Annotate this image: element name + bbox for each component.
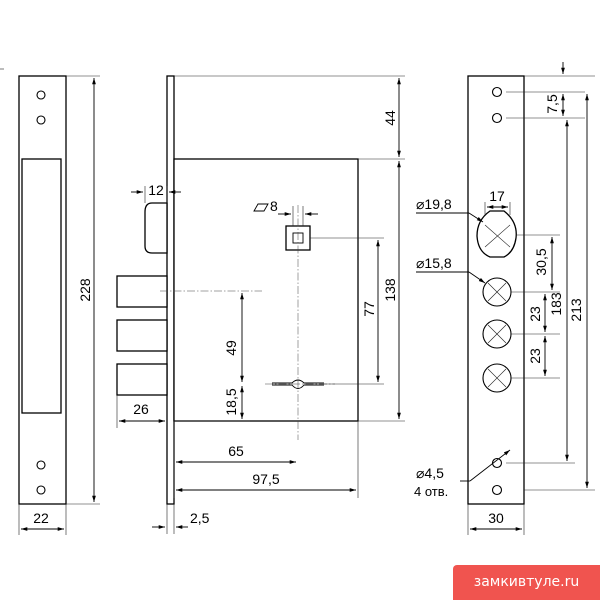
dim-key-backset: 65	[228, 443, 244, 459]
dim-key-offset: 18,5	[223, 388, 239, 415]
strike-screw-hole-1	[36, 90, 46, 100]
dim-strip-width: 22	[33, 510, 49, 526]
lock-case	[173, 158, 359, 422]
dim-screw-dia: ⌀4,5	[416, 465, 444, 481]
strike-screw-hole-3	[36, 460, 46, 470]
faceplate	[166, 75, 175, 505]
dim-total-height: 213	[568, 298, 584, 322]
dim-cylinder-width: 17	[489, 188, 505, 204]
dim-spindle-to-key: 49	[223, 340, 239, 356]
strike-bolt-opening	[21, 158, 62, 414]
dim-hole-top-spacing: 7,5	[544, 94, 560, 114]
dim-screw-count: 4 отв.	[414, 484, 448, 499]
dim-bolt-pitch-b: 23	[527, 348, 543, 364]
front-screw-hole-4	[491, 484, 503, 496]
strike-screw-hole-2	[36, 115, 46, 125]
dim-spindle-square: 8	[270, 198, 278, 214]
dim-faceplate-thickness: 2,5	[190, 510, 210, 526]
dim-strip-length: 228	[77, 278, 93, 302]
dim-spindle-to-keyhole: 77	[361, 301, 377, 317]
latch-window	[476, 210, 517, 258]
strike-plate-view: 228 22	[18, 75, 100, 535]
front-screw-hole-2	[491, 112, 503, 124]
latch-bolt	[144, 202, 168, 254]
site-watermark: замкивтуле.ru	[453, 565, 600, 600]
dim-bolt-projection: 26	[133, 401, 149, 417]
dim-backset-top: 44	[382, 110, 398, 126]
dim-cylinder-pitch: 30,5	[533, 248, 549, 275]
deadbolt-3	[116, 363, 168, 396]
dim-case-depth: 97,5	[252, 471, 279, 487]
front-screw-hole-1	[491, 86, 503, 98]
dim-bolt-span: 183	[548, 292, 564, 316]
strike-screw-hole-4	[36, 485, 46, 495]
faceplate-front-view: 7,5 30,5 23 23 183 213 ⌀19,8 17 ⌀15,8 ⌀4…	[414, 62, 595, 535]
deadbolt-1	[116, 275, 168, 308]
lock-body-view: 44 138 77 12 8 49 18,5 26	[116, 75, 405, 534]
dim-plate-width: 30	[488, 510, 504, 526]
dim-bolt-pitch-a: 23	[527, 306, 543, 322]
dim-latch-width: 12	[148, 182, 164, 198]
dim-bolt-hole-dia: ⌀15,8	[416, 255, 452, 271]
deadbolt-2	[116, 319, 168, 352]
square-symbol	[253, 203, 269, 212]
dim-case-height: 138	[382, 278, 398, 302]
dim-cylinder-dia: ⌀19,8	[416, 196, 452, 212]
